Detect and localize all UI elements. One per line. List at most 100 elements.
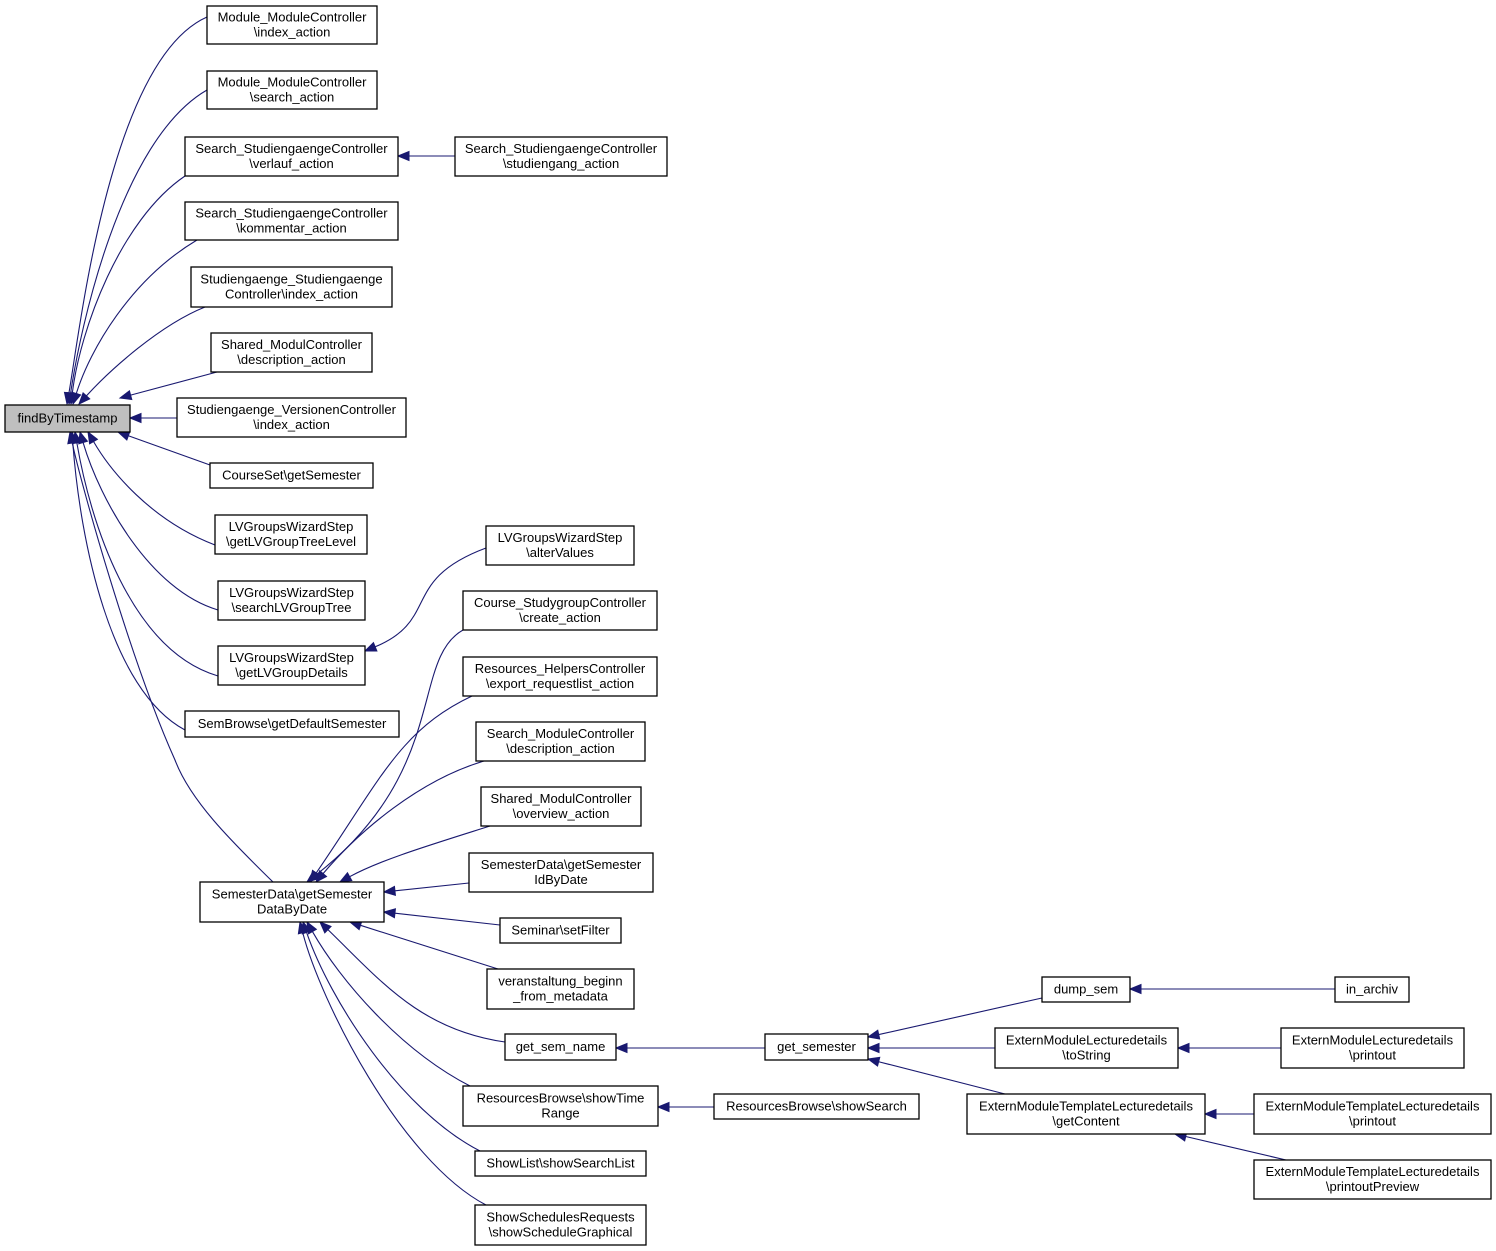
call-edge bbox=[382, 908, 501, 926]
call-edge bbox=[78, 306, 206, 405]
node-label: IdByDate bbox=[534, 872, 587, 887]
node-box bbox=[199, 881, 385, 923]
arrowhead bbox=[1176, 1042, 1190, 1054]
call-edge bbox=[319, 921, 506, 1043]
arrowhead bbox=[116, 430, 131, 441]
edge-line bbox=[70, 89, 208, 394]
function-node[interactable]: Search_StudiengaengeController\studienga… bbox=[454, 136, 668, 177]
function-node[interactable]: ExternModuleTemplateLecturedetails\print… bbox=[1253, 1159, 1492, 1200]
edge-line bbox=[878, 1061, 1006, 1095]
arrowhead bbox=[866, 1029, 881, 1040]
node-label: SemesterData\getSemester bbox=[481, 857, 642, 872]
function-node[interactable]: ExternModuleTemplateLecturedetails\getCo… bbox=[966, 1093, 1206, 1135]
function-node[interactable]: Search_StudiengaengeController\verlauf_a… bbox=[184, 136, 399, 177]
function-node[interactable]: Studiengaenge_StudiengaengeController\in… bbox=[190, 266, 393, 308]
node-label: ExternModuleTemplateLecturedetails bbox=[979, 1099, 1193, 1114]
function-node[interactable]: dump_sem bbox=[1041, 976, 1131, 1003]
function-node[interactable]: Shared_ModulController\overview_action bbox=[480, 786, 642, 827]
node-label: get_sem_name bbox=[516, 1039, 606, 1054]
root-function-node[interactable]: findByTimestamp bbox=[4, 404, 131, 433]
node-box bbox=[217, 645, 366, 686]
arrowhead bbox=[128, 412, 142, 424]
function-node[interactable]: get_sem_name bbox=[504, 1033, 617, 1061]
function-node[interactable]: ResourcesBrowse\showSearch bbox=[713, 1093, 920, 1120]
function-node[interactable]: Search_ModuleController\description_acti… bbox=[475, 721, 646, 762]
node-label: Range bbox=[541, 1106, 579, 1121]
call-edge bbox=[301, 920, 481, 1152]
function-node[interactable]: Shared_ModulController\description_actio… bbox=[210, 332, 373, 373]
node-label: Shared_ModulController bbox=[221, 337, 363, 352]
node-label: LVGroupsWizardStep bbox=[229, 585, 354, 600]
function-node[interactable]: Studiengaenge_VersionenController\index_… bbox=[176, 397, 407, 438]
arrowhead bbox=[309, 869, 321, 884]
node-label: in_archiv bbox=[1346, 982, 1399, 997]
function-node[interactable]: ShowSchedulesRequests\showScheduleGraphi… bbox=[474, 1204, 647, 1246]
node-box bbox=[206, 70, 378, 110]
node-label: ExternModuleTemplateLecturedetails bbox=[1266, 1099, 1480, 1114]
function-node[interactable]: Module_ModuleController\search_action bbox=[206, 70, 378, 110]
function-node[interactable]: in_archiv bbox=[1334, 976, 1410, 1003]
edge-line bbox=[360, 924, 499, 970]
call-edge bbox=[363, 547, 487, 652]
function-node[interactable]: ExternModuleLecturedetails\toString bbox=[994, 1027, 1179, 1069]
node-label: Module_ModuleController bbox=[218, 10, 368, 25]
edge-line bbox=[130, 371, 218, 396]
function-node[interactable]: Seminar\setFilter bbox=[499, 917, 622, 944]
node-label: SemBrowse\getDefaultSemester bbox=[198, 716, 387, 731]
function-node[interactable]: Course_StudygroupController\create_actio… bbox=[462, 590, 658, 631]
node-box bbox=[1334, 976, 1410, 1003]
node-box bbox=[462, 590, 658, 631]
node-label: ExternModuleLecturedetails bbox=[1292, 1033, 1454, 1048]
arrowhead bbox=[118, 389, 133, 401]
arrowhead bbox=[363, 641, 378, 652]
call-edge bbox=[1128, 983, 1335, 995]
node-box bbox=[184, 710, 400, 738]
node-box bbox=[176, 397, 407, 438]
call-edge bbox=[338, 825, 491, 883]
arrowhead bbox=[396, 150, 410, 162]
node-label: \printout bbox=[1349, 1114, 1396, 1129]
node-label: \printoutPreview bbox=[1326, 1179, 1420, 1194]
function-node[interactable]: Module_ModuleController\index_action bbox=[206, 5, 378, 45]
node-label: \create_action bbox=[519, 610, 601, 625]
node-box bbox=[454, 136, 668, 177]
call-edge bbox=[656, 1101, 714, 1113]
function-node[interactable]: ShowList\showSearchList bbox=[474, 1150, 647, 1177]
node-label: Shared_ModulController bbox=[491, 791, 633, 806]
function-node[interactable]: veranstaltung_beginn_from_metadata bbox=[486, 968, 635, 1010]
function-node[interactable]: ExternModuleLecturedetails\printout bbox=[1280, 1027, 1465, 1069]
edge-line bbox=[394, 882, 470, 892]
node-label: CourseSet\getSemester bbox=[222, 468, 361, 483]
arrowhead bbox=[866, 1056, 881, 1067]
function-node[interactable]: LVGroupsWizardStep\getLVGroupDetails bbox=[217, 645, 366, 686]
nodes-layer: findByTimestamp Module_ModuleController\i… bbox=[4, 5, 1492, 1246]
node-box bbox=[468, 852, 654, 893]
node-box bbox=[1041, 976, 1131, 1003]
call-edge bbox=[396, 150, 455, 162]
function-node[interactable]: ExternModuleTemplateLecturedetails\print… bbox=[1253, 1093, 1492, 1135]
node-box bbox=[475, 721, 646, 762]
function-node[interactable]: SemBrowse\getDefaultSemester bbox=[184, 710, 400, 738]
node-label: LVGroupsWizardStep bbox=[229, 519, 354, 534]
function-node[interactable]: Search_StudiengaengeController\kommentar… bbox=[184, 201, 399, 241]
edge-line bbox=[315, 695, 473, 874]
node-box bbox=[217, 580, 366, 621]
edge-line bbox=[75, 239, 198, 394]
function-node[interactable]: LVGroupsWizardStep\searchLVGroupTree bbox=[217, 580, 366, 621]
edge-line bbox=[878, 997, 1043, 1036]
function-node[interactable]: LVGroupsWizardStep\getLVGroupTreeLevel bbox=[214, 514, 368, 555]
function-node[interactable]: get_semester bbox=[764, 1033, 869, 1061]
arrowhead bbox=[382, 908, 397, 919]
edge-line bbox=[315, 629, 464, 876]
call-edge bbox=[614, 1042, 765, 1054]
function-node[interactable]: Resources_HelpersController\export_reque… bbox=[462, 656, 658, 697]
node-label: \getLVGroupTreeLevel bbox=[226, 534, 356, 549]
function-node[interactable]: CourseSet\getSemester bbox=[209, 462, 374, 489]
arrowhead bbox=[319, 921, 332, 934]
function-node[interactable]: LVGroupsWizardStep\alterValues bbox=[485, 525, 635, 566]
edge-line bbox=[71, 175, 186, 394]
node-label: Search_StudiengaengeController bbox=[195, 141, 388, 156]
